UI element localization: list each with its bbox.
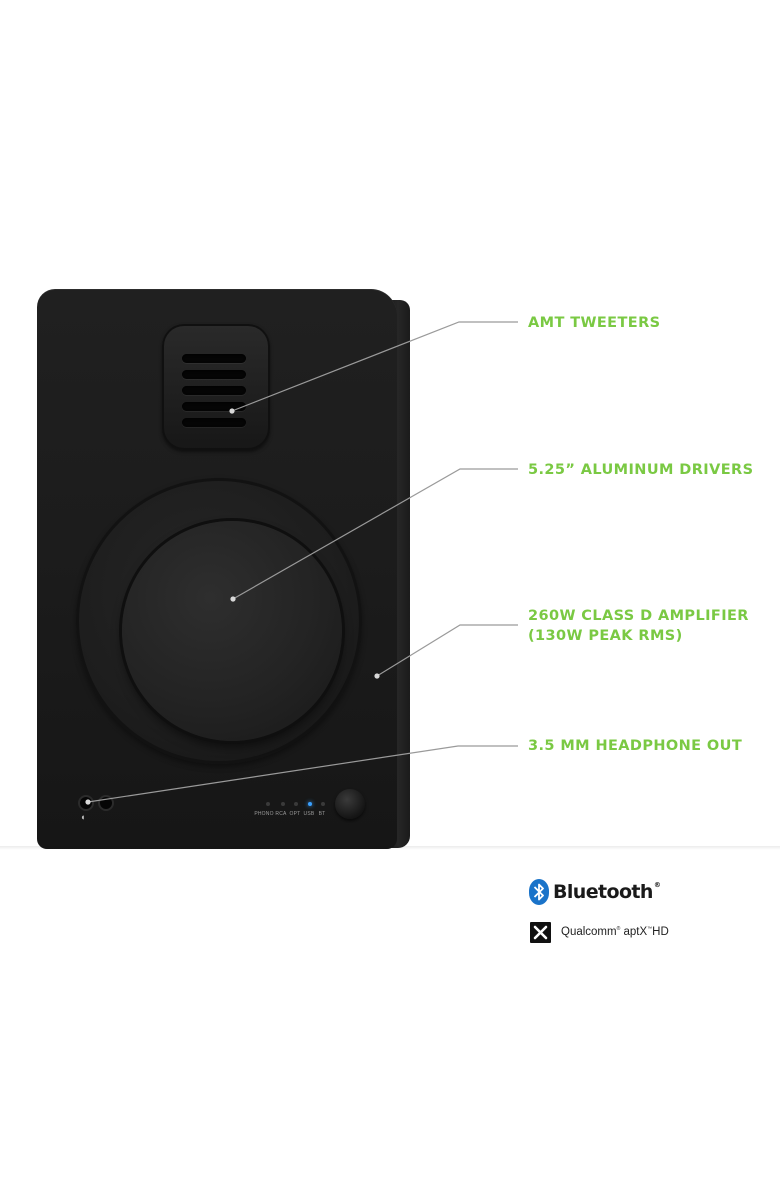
floor-shadow bbox=[0, 846, 780, 850]
callout-amplifier-line1: 260W CLASS D AMPLIFIER bbox=[528, 608, 749, 624]
callout-dot-tweeters bbox=[229, 408, 235, 414]
callout-line-tweeters bbox=[231, 321, 518, 412]
callout-dot-headphone bbox=[85, 799, 91, 805]
input-label-bt: BT bbox=[318, 811, 326, 817]
input-led-bt bbox=[321, 802, 325, 806]
input-led-rca bbox=[281, 802, 285, 806]
tweeter-slot bbox=[182, 354, 246, 363]
input-label-phono: PHONO bbox=[254, 811, 274, 817]
tweeter-slot bbox=[182, 418, 246, 427]
callout-dot-amplifier bbox=[374, 673, 380, 679]
bluetooth-badge: Bluetooth® bbox=[529, 878, 661, 906]
amt-tweeter bbox=[162, 324, 270, 450]
input-led-phono bbox=[266, 802, 270, 806]
callout-dot-drivers bbox=[230, 596, 236, 602]
aptx-badge: Qualcomm® aptX™HD bbox=[530, 921, 669, 943]
callout-tweeters: AMT TWEETERS bbox=[528, 315, 661, 331]
callout-amplifier: 260W CLASS D AMPLIFIER (130W PEAK RMS) bbox=[528, 606, 749, 646]
volume-knob bbox=[335, 789, 365, 819]
bluetooth-icon bbox=[529, 879, 549, 905]
callout-line-headphone bbox=[87, 745, 518, 803]
tweeter-slot bbox=[182, 370, 246, 379]
tweeter-slot bbox=[182, 402, 246, 411]
headphone-icon: ◖ bbox=[80, 812, 86, 822]
callout-line-amplifier bbox=[376, 624, 518, 677]
callout-line-drivers bbox=[232, 468, 518, 600]
input-led-opt bbox=[294, 802, 298, 806]
aptx-icon bbox=[530, 921, 551, 943]
input-label-opt: OPT bbox=[289, 811, 301, 817]
bluetooth-wordmark: Bluetooth® bbox=[553, 881, 661, 903]
input-label-usb: USB bbox=[303, 811, 315, 817]
input-led-usb bbox=[308, 802, 312, 806]
tweeter-slot bbox=[182, 386, 246, 395]
callout-amplifier-line2: (130W PEAK RMS) bbox=[528, 628, 683, 644]
input-label-rca: RCA bbox=[275, 811, 287, 817]
callout-drivers: 5.25” ALUMINUM DRIVERS bbox=[528, 462, 754, 478]
callout-headphone: 3.5 MM HEADPHONE OUT bbox=[528, 738, 743, 754]
aptx-wordmark: Qualcomm® aptX™HD bbox=[561, 926, 669, 938]
